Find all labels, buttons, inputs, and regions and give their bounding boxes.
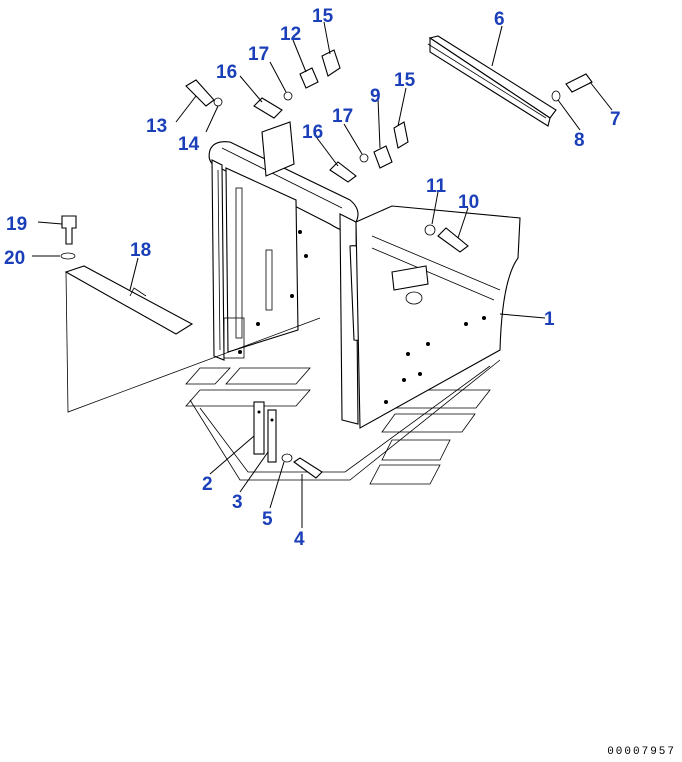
callout-17-top: 17 bbox=[248, 44, 269, 65]
angle-rail-part-6 bbox=[427, 35, 557, 127]
callout-14: 14 bbox=[178, 134, 200, 155]
callout-12: 12 bbox=[280, 24, 301, 45]
background-shadow-plates bbox=[185, 359, 501, 485]
callout-15-right: 15 bbox=[394, 70, 416, 91]
callout-15-top: 15 bbox=[312, 6, 334, 27]
callout-16-top: 16 bbox=[216, 62, 237, 83]
callout-18: 18 bbox=[130, 240, 151, 261]
main-frame-part-1 bbox=[208, 121, 521, 429]
fasteners bbox=[60, 49, 593, 479]
drawing-number: 00007957 bbox=[607, 746, 676, 758]
callout-19: 19 bbox=[6, 214, 27, 235]
callout-6: 6 bbox=[494, 9, 505, 30]
callout-10: 10 bbox=[458, 192, 479, 213]
callout-labels: 1 2 3 4 5 6 7 8 9 10 11 12 13 14 15 15 1… bbox=[4, 6, 621, 550]
callout-3: 3 bbox=[232, 492, 243, 513]
callout-4: 4 bbox=[294, 529, 305, 550]
callout-8: 8 bbox=[574, 130, 585, 151]
callout-2: 2 bbox=[202, 474, 213, 495]
callout-7: 7 bbox=[610, 109, 621, 130]
callout-16-mid: 16 bbox=[302, 122, 323, 143]
leader-lines bbox=[32, 21, 613, 528]
callout-13: 13 bbox=[146, 116, 167, 137]
callout-17-mid: 17 bbox=[332, 106, 353, 127]
callout-11: 11 bbox=[426, 176, 447, 197]
callout-9: 9 bbox=[370, 86, 381, 107]
callout-5: 5 bbox=[262, 509, 273, 530]
callout-20: 20 bbox=[4, 248, 25, 269]
shims-parts-2-3 bbox=[253, 401, 277, 463]
plate-part-18 bbox=[64, 265, 321, 413]
callout-1: 1 bbox=[544, 309, 555, 330]
